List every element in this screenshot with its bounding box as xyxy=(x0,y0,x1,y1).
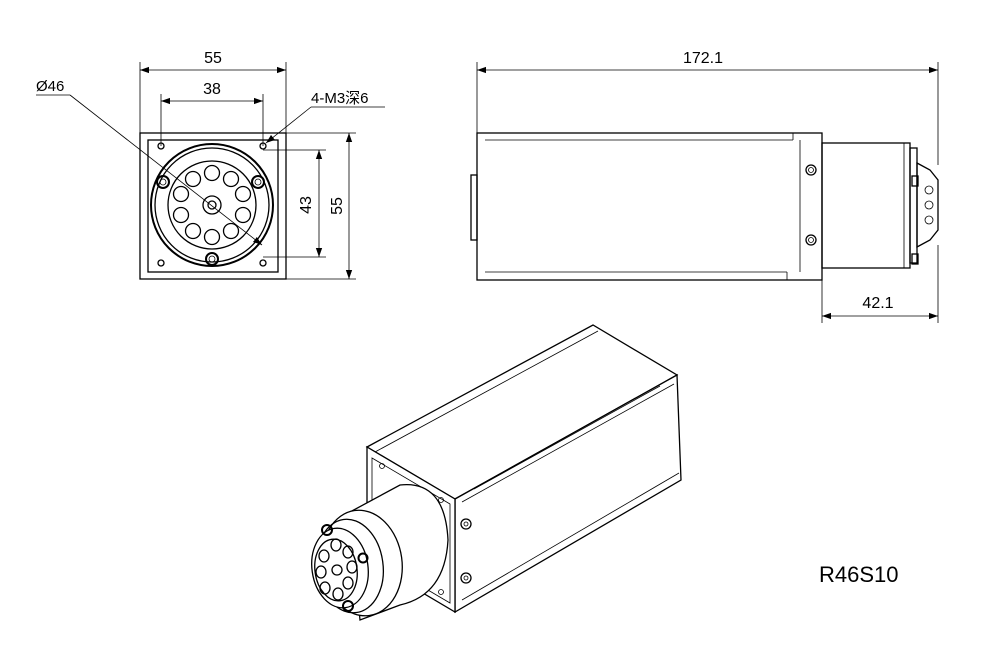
dim-height-label: 55 xyxy=(329,197,346,215)
side-screw-top xyxy=(805,164,817,176)
iso-turret-screw-3 xyxy=(342,600,354,612)
iso-screw-bottom xyxy=(460,572,472,584)
flange-outer-circle xyxy=(150,143,274,267)
iso-turret-screw-1 xyxy=(321,524,333,536)
dim-inner-height-label: 43 xyxy=(298,196,315,214)
side-screw-bottom xyxy=(805,234,817,246)
model-label: R46S10 xyxy=(819,562,899,587)
center-hub xyxy=(202,195,222,215)
iso-tool-pockets xyxy=(315,538,358,601)
dim-thread-label: 4-M3深6 xyxy=(311,90,369,107)
side-turret xyxy=(916,161,939,249)
side-head-flange xyxy=(909,147,918,264)
dim-length-label: 172.1 xyxy=(683,50,723,67)
center-bore xyxy=(207,200,217,210)
dim-head-length-label: 42.1 xyxy=(862,295,893,312)
side-view: 172.1 42.1 xyxy=(470,50,939,323)
head-ring xyxy=(167,160,257,250)
side-body xyxy=(476,132,823,281)
iso-screw-top xyxy=(460,518,472,530)
dim-diameter-label: Ø46 xyxy=(36,78,64,95)
isometric-view xyxy=(311,324,682,621)
head-screws xyxy=(156,175,265,266)
side-head-housing xyxy=(821,142,911,269)
front-inner-plate xyxy=(147,139,279,273)
side-end-tab xyxy=(470,174,478,241)
diameter-leader xyxy=(69,94,263,246)
iso-turret-screw-2 xyxy=(357,552,369,564)
front-view: 55 38 Ø46 4-M3深6 43 55 xyxy=(36,50,385,280)
dim-hole-spacing-label: 38 xyxy=(203,81,221,98)
corner-holes xyxy=(157,142,267,267)
thread-leader xyxy=(265,106,312,144)
front-outer-square xyxy=(139,132,287,280)
dim-width-label: 55 xyxy=(204,50,222,67)
tool-pockets xyxy=(172,164,252,246)
